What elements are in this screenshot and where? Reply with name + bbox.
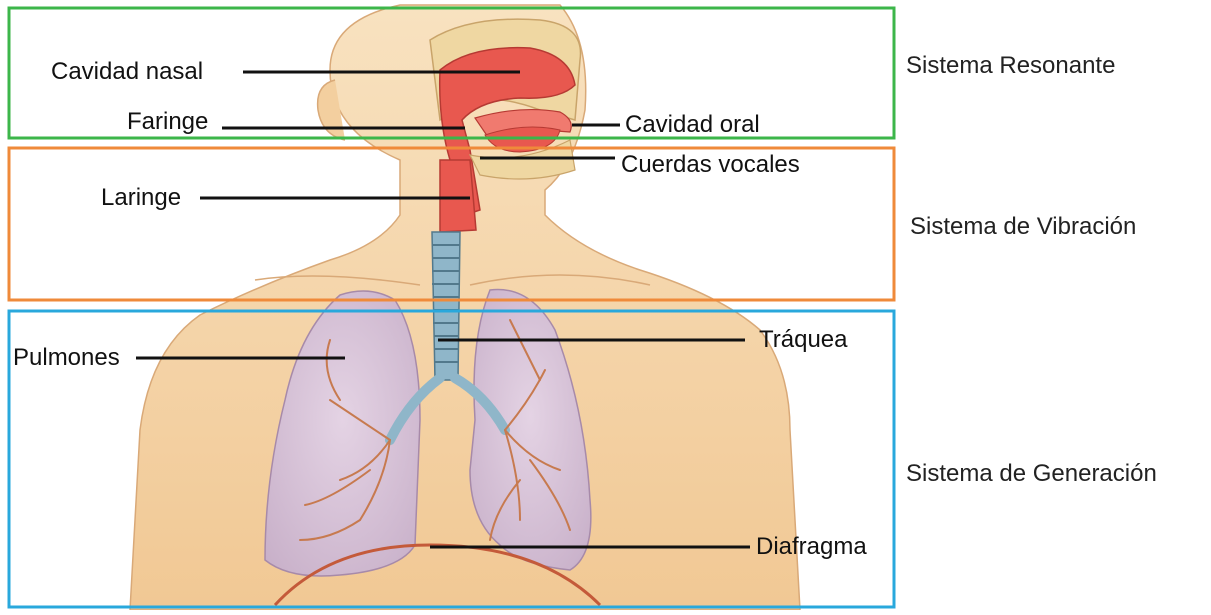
larynx-shape [440,160,476,232]
label-diafragma: Diafragma [756,535,867,559]
system-title-generacion: Sistema de Generación [906,462,1157,486]
system-title-resonante: Sistema Resonante [906,54,1115,78]
label-faringe: Faringe [127,110,208,134]
label-cavidad-oral: Cavidad oral [625,113,760,137]
system-title-vibracion: Sistema de Vibración [910,215,1136,239]
label-laringe: Laringe [101,186,181,210]
label-cuerdas-vocales: Cuerdas vocales [621,153,800,177]
label-traquea: Tráquea [759,328,848,352]
label-pulmones: Pulmones [13,346,120,370]
label-cavidad-nasal: Cavidad nasal [51,60,203,84]
trachea-tube [432,232,460,380]
